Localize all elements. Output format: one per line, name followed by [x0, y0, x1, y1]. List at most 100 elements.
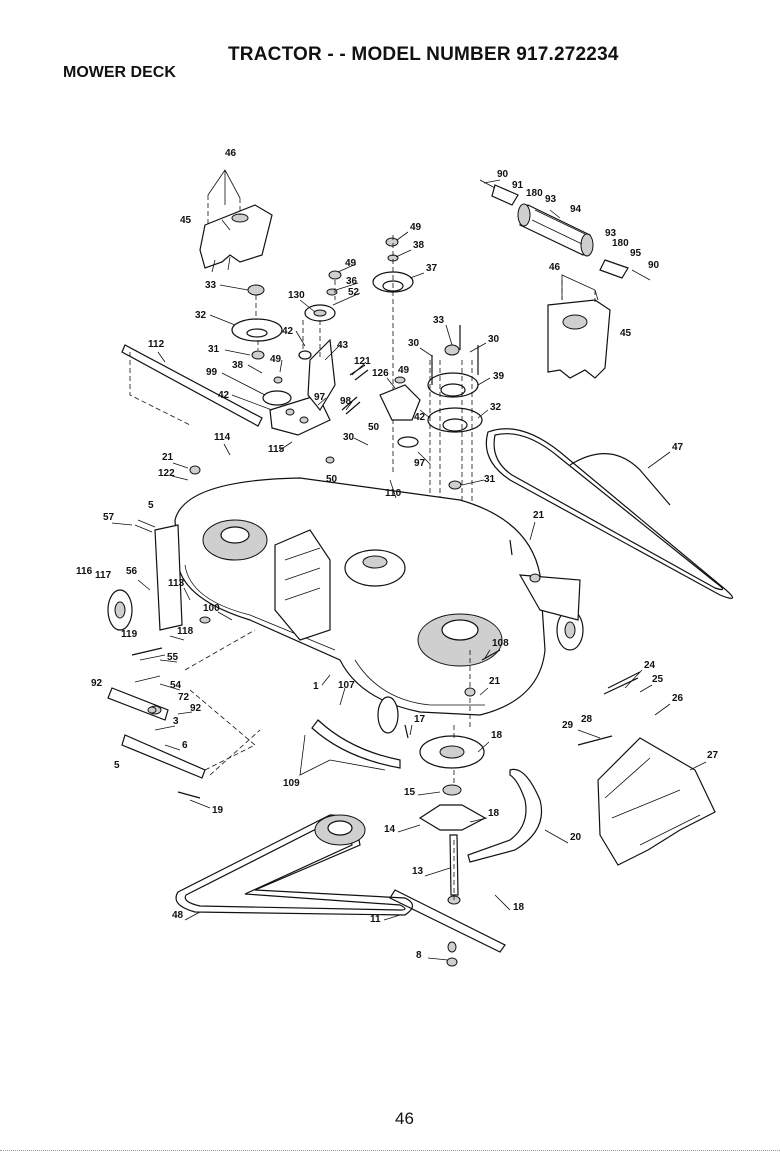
callout-42c: 42 [414, 412, 426, 423]
callout-92b: 92 [190, 703, 202, 714]
callout-109: 109 [283, 778, 300, 789]
callout-180b: 180 [612, 238, 629, 249]
callout-30b: 30 [408, 338, 420, 349]
callout-32b: 32 [490, 402, 502, 413]
callout-33b: 33 [433, 315, 445, 326]
callout-42b: 42 [282, 326, 294, 337]
callout-15: 15 [404, 787, 416, 798]
callout-94: 94 [570, 204, 582, 215]
callout-91: 91 [512, 180, 524, 191]
page-title: TRACTOR - - MODEL NUMBER 917.272234 [228, 44, 619, 65]
callout-19: 19 [212, 805, 224, 816]
pulley-stack-center [325, 235, 421, 475]
callout-30c: 30 [488, 334, 500, 345]
callout-17: 17 [414, 714, 426, 725]
callout-93b: 93 [605, 228, 617, 239]
callout-97b: 97 [414, 458, 426, 469]
callout-30a: 30 [343, 432, 355, 443]
belt-47 [485, 428, 734, 599]
pulley-cover-left [199, 169, 273, 273]
callout-108: 108 [492, 638, 509, 649]
callout-180a: 180 [526, 188, 543, 199]
callout-117: 117 [95, 570, 112, 581]
callout-5a: 5 [148, 500, 154, 511]
callout-33a: 33 [205, 280, 217, 291]
front-stabilizer [107, 629, 261, 779]
callout-49b: 49 [345, 258, 357, 269]
callout-99: 99 [206, 367, 218, 378]
idler-roller-assembly [479, 179, 651, 281]
callout-93a: 93 [545, 194, 557, 205]
callout-50b: 50 [368, 422, 380, 433]
pulley-stack-right [427, 325, 483, 640]
callout-32a: 32 [195, 310, 207, 321]
mower-blade [389, 889, 506, 953]
callout-97a: 97 [314, 392, 326, 403]
callout-49c: 49 [410, 222, 422, 233]
callout-50a: 50 [326, 474, 338, 485]
baffle-107 [299, 719, 401, 776]
callout-45a: 45 [180, 215, 192, 226]
discharge-guard [577, 671, 716, 866]
callout-115: 115 [268, 444, 285, 455]
callout-118: 118 [177, 626, 194, 637]
spindle-assembly [418, 650, 487, 905]
callout-107: 107 [338, 680, 355, 691]
callout-38b: 38 [413, 240, 425, 251]
callout-28: 28 [581, 714, 593, 725]
callout-46a: 46 [225, 148, 237, 159]
callout-52: 52 [348, 287, 360, 298]
callout-39: 39 [493, 371, 505, 382]
callout-18c: 18 [513, 902, 525, 913]
callout-56: 56 [126, 566, 138, 577]
callout-57: 57 [103, 512, 115, 523]
callout-27: 27 [707, 750, 719, 761]
callout-90a: 90 [497, 169, 509, 180]
callout-98: 98 [340, 396, 352, 407]
callout-18b: 18 [488, 808, 500, 819]
callout-labels: 46 45 33 32 31 38 99 42 130 42 49 43 49 … [76, 148, 719, 961]
leader-lines [111, 179, 707, 961]
callout-55: 55 [167, 652, 179, 663]
callout-31a: 31 [208, 344, 220, 355]
callout-26: 26 [672, 693, 684, 704]
front-hanger-bracket-left [107, 519, 183, 631]
callout-47: 47 [672, 442, 684, 453]
callout-46b: 46 [549, 262, 561, 273]
deck-wheel-right [377, 574, 584, 734]
pulley-cover-right [547, 274, 611, 379]
mower-deck-housing [174, 477, 546, 716]
page-number: 46 [395, 1109, 414, 1128]
callout-49a: 49 [270, 354, 282, 365]
callout-11: 11 [370, 914, 381, 925]
callout-90b: 90 [648, 260, 660, 271]
bottom-rule [0, 1150, 780, 1151]
callout-29: 29 [562, 720, 574, 731]
callout-112: 112 [148, 339, 165, 350]
callout-72: 72 [178, 692, 190, 703]
callout-38a: 38 [232, 360, 244, 371]
callout-95: 95 [630, 248, 642, 259]
callout-130: 130 [288, 290, 305, 301]
callout-21a: 21 [162, 452, 174, 463]
callout-14: 14 [384, 824, 396, 835]
chute-deflector [467, 768, 543, 863]
callout-18a: 18 [491, 730, 503, 741]
callout-110: 110 [385, 488, 402, 499]
callout-92a: 92 [91, 678, 103, 689]
callout-6: 6 [182, 740, 188, 751]
callout-1: 1 [313, 681, 319, 692]
idler-arm-112 [121, 344, 263, 427]
callout-21c: 21 [533, 510, 545, 521]
callout-21b: 21 [489, 676, 501, 687]
callout-20: 20 [570, 832, 582, 843]
belt-48 [175, 814, 414, 916]
callout-48: 48 [172, 910, 184, 921]
callout-36a: 36 [346, 276, 358, 287]
callout-43: 43 [337, 340, 349, 351]
callout-114: 114 [214, 432, 231, 443]
callout-116: 116 [76, 566, 93, 577]
callout-31b: 31 [484, 474, 496, 485]
callout-25: 25 [652, 674, 664, 685]
